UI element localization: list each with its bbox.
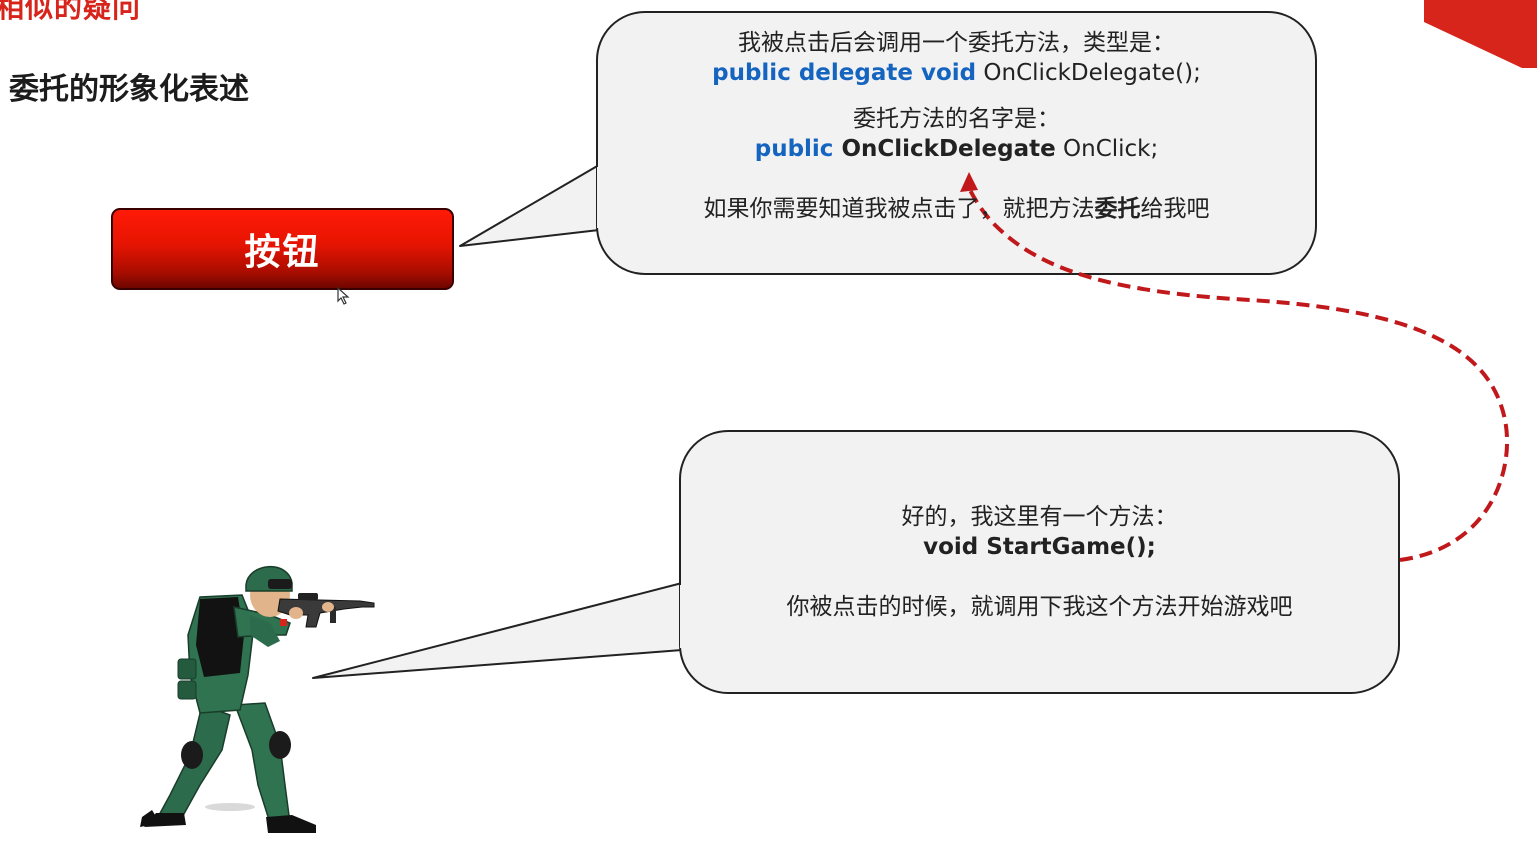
bottom-speech-bubble bbox=[679, 430, 1400, 694]
bottom-bubble-line-1: 好的，我这里有一个方法： bbox=[901, 504, 1178, 530]
delegate-type-name: OnClickDelegate(); bbox=[976, 60, 1201, 86]
soldier-icon bbox=[140, 566, 375, 833]
line5-suffix: 给我吧 bbox=[1140, 196, 1210, 222]
bottom-bubble-line-3: 你被点击的时候，就调用下我这个方法开始游戏吧 bbox=[786, 594, 1293, 620]
slide-subtitle: 委托的形象化表述 bbox=[9, 72, 249, 107]
top-bubble-line-2: public delegate void OnClickDelegate(); bbox=[597, 58, 1316, 88]
top-bubble-line-5: 如果你需要知道我被点击了，就把方法委托给我吧 bbox=[597, 194, 1316, 224]
button-label: 按钮 bbox=[244, 232, 321, 273]
delegate-type-keywords: public delegate void bbox=[712, 60, 977, 86]
field-access-keyword: public bbox=[754, 136, 834, 162]
top-bubble-line-4: public OnClickDelegate OnClick; bbox=[597, 134, 1316, 164]
top-bubble-tail bbox=[459, 164, 600, 247]
arrow-head-icon bbox=[960, 172, 978, 192]
field-type-name: OnClickDelegate bbox=[833, 136, 1056, 162]
top-bubble-line-3: 委托方法的名字是： bbox=[853, 106, 1060, 132]
bottom-bubble-line-2: void StartGame(); bbox=[923, 534, 1156, 560]
corner-decoration bbox=[1424, 0, 1537, 68]
click-button[interactable]: 按钮 bbox=[111, 208, 454, 290]
field-name: OnClick; bbox=[1055, 136, 1159, 162]
mouse-pointer-icon bbox=[337, 287, 350, 305]
line5-bold-word: 委托 bbox=[1094, 196, 1141, 222]
line5-prefix: 如果你需要知道我被点击了，就把方法 bbox=[703, 196, 1095, 222]
top-speech-bubble bbox=[596, 11, 1317, 275]
top-bubble-line-1: 我被点击后会调用一个委托方法，类型是： bbox=[738, 30, 1175, 56]
slide-section-title: 相似的疑问 bbox=[0, 0, 142, 24]
delegate-arrow bbox=[967, 187, 1510, 562]
